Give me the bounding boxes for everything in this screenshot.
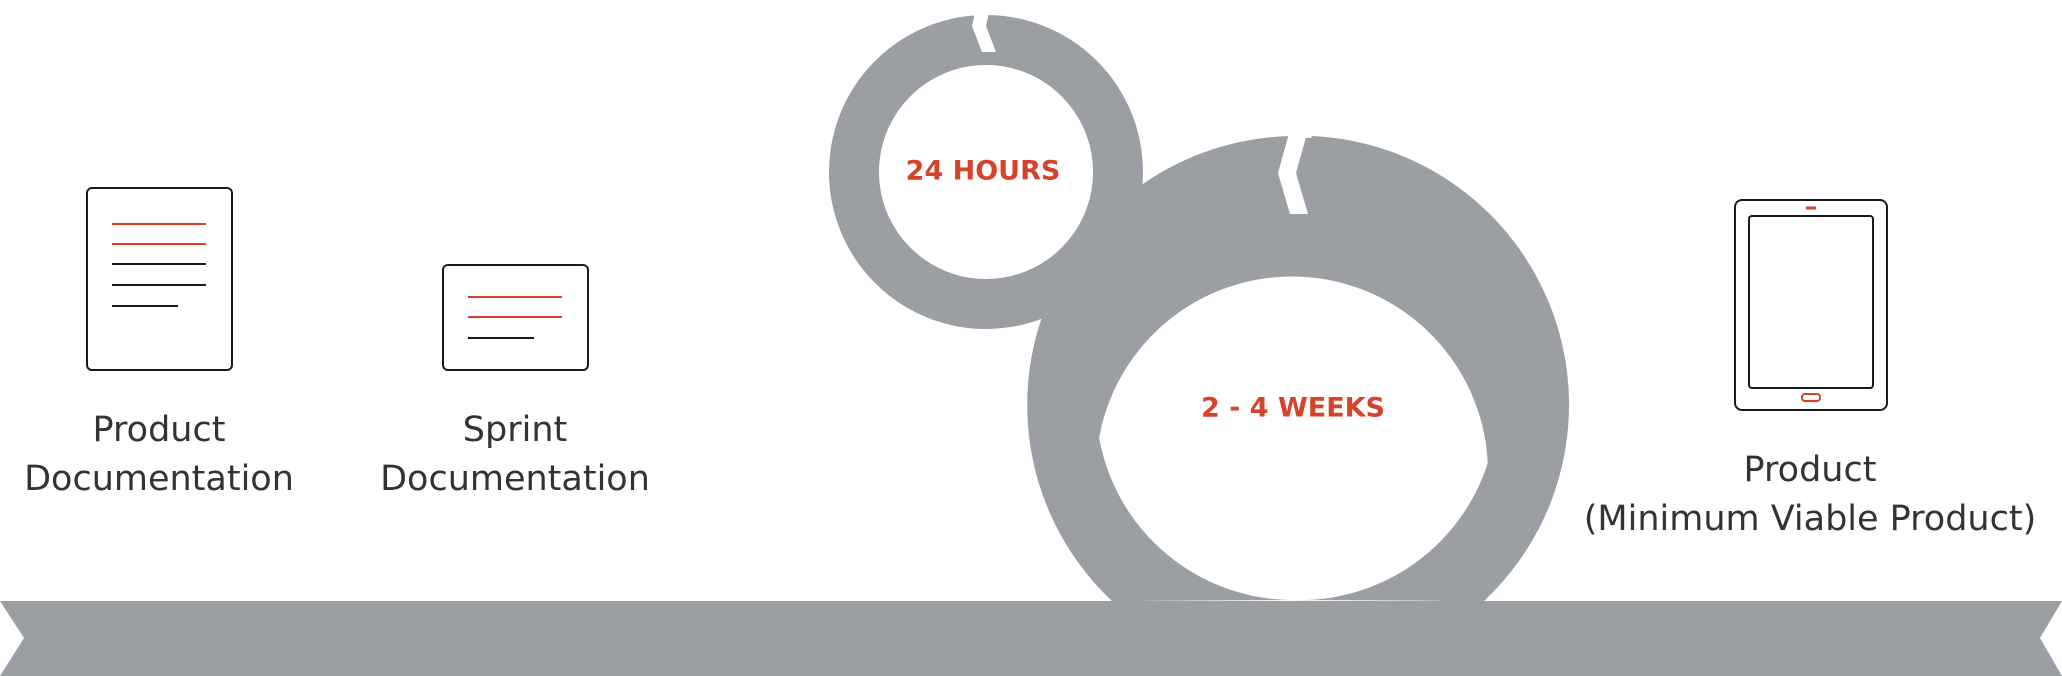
- sprint-doc-label-line1: Sprint: [462, 410, 568, 450]
- sprint-cycle-ring-body: [1028, 137, 1568, 601]
- product-doc-label: Product Documentation: [24, 406, 294, 504]
- product-label: Product (Minimum Viable Product): [1584, 446, 2036, 544]
- product-doc-label-line1: Product: [92, 410, 226, 450]
- daily-cycle-notch: [972, 0, 996, 52]
- sprint-cycle-notch: [1278, 130, 1308, 214]
- product-doc-icon: [86, 187, 233, 371]
- product-label-line2: (Minimum Viable Product): [1583, 499, 2037, 539]
- daily-cycle-label: 24 HOURS: [905, 155, 1061, 187]
- sprint-cycle-label: 2 - 4 WEEKS: [1200, 392, 1386, 424]
- tablet-icon: [1734, 199, 1888, 411]
- product-doc-label-line2: Documentation: [24, 459, 294, 499]
- sprint-doc-icon: [442, 264, 589, 371]
- sprint-doc-label: Sprint Documentation: [380, 406, 650, 504]
- timeline-band: [0, 601, 2062, 676]
- product-label-line1: Product: [1743, 450, 1877, 490]
- sprint-doc-label-line2: Documentation: [380, 459, 650, 499]
